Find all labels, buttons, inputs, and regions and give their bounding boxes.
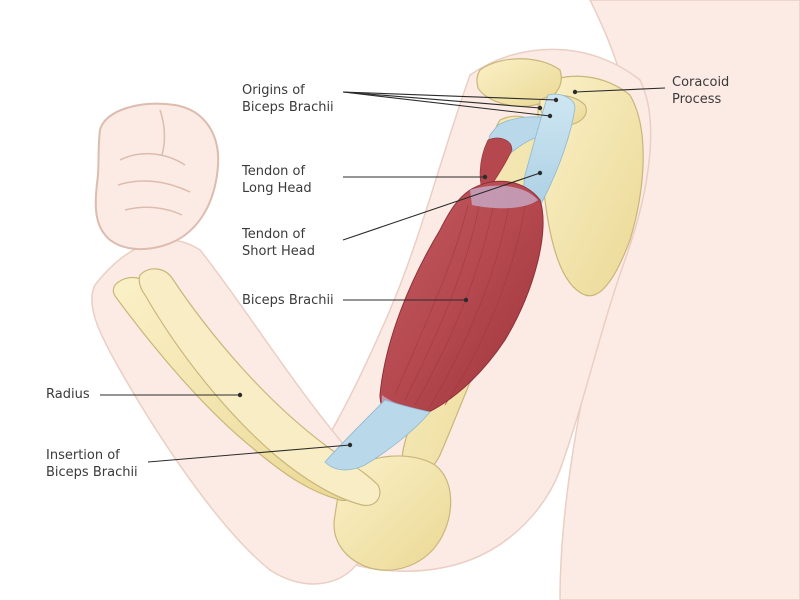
label-radius-line1: Radius [46,387,90,402]
ulna-bone [138,268,381,507]
insertion-tendon [324,399,431,471]
leader-lines [100,87,666,463]
label-tendon-short-line1: Tendon of [242,227,306,242]
label-tendon-long-head: Tendon of Long Head [242,163,312,197]
label-coracoid: Coracoid Process [672,74,729,108]
label-biceps-line1: Biceps Brachii [242,293,334,308]
label-origins: Origins of Biceps Brachii [242,82,334,116]
fist-outline [94,102,220,251]
label-tendon-short-line2: Short Head [242,244,316,259]
label-coracoid-line2: Process [672,92,722,107]
label-origins-line2: Biceps Brachii [242,100,334,115]
label-origins-line1: Origins of [242,83,305,98]
label-tendon-short-head: Tendon of Short Head [242,226,315,260]
label-tendon-long-line2: Long Head [242,181,312,196]
label-insertion: Insertion of Biceps Brachii [46,447,138,481]
label-radius: Radius [46,386,90,403]
label-insertion-line2: Biceps Brachii [46,465,138,480]
label-tendon-long-line1: Tendon of [242,164,306,179]
label-coracoid-line1: Coracoid [672,75,730,90]
label-biceps-brachii: Biceps Brachii [242,292,334,309]
acromion-bone [476,58,562,107]
label-insertion-line1: Insertion of [46,448,120,463]
